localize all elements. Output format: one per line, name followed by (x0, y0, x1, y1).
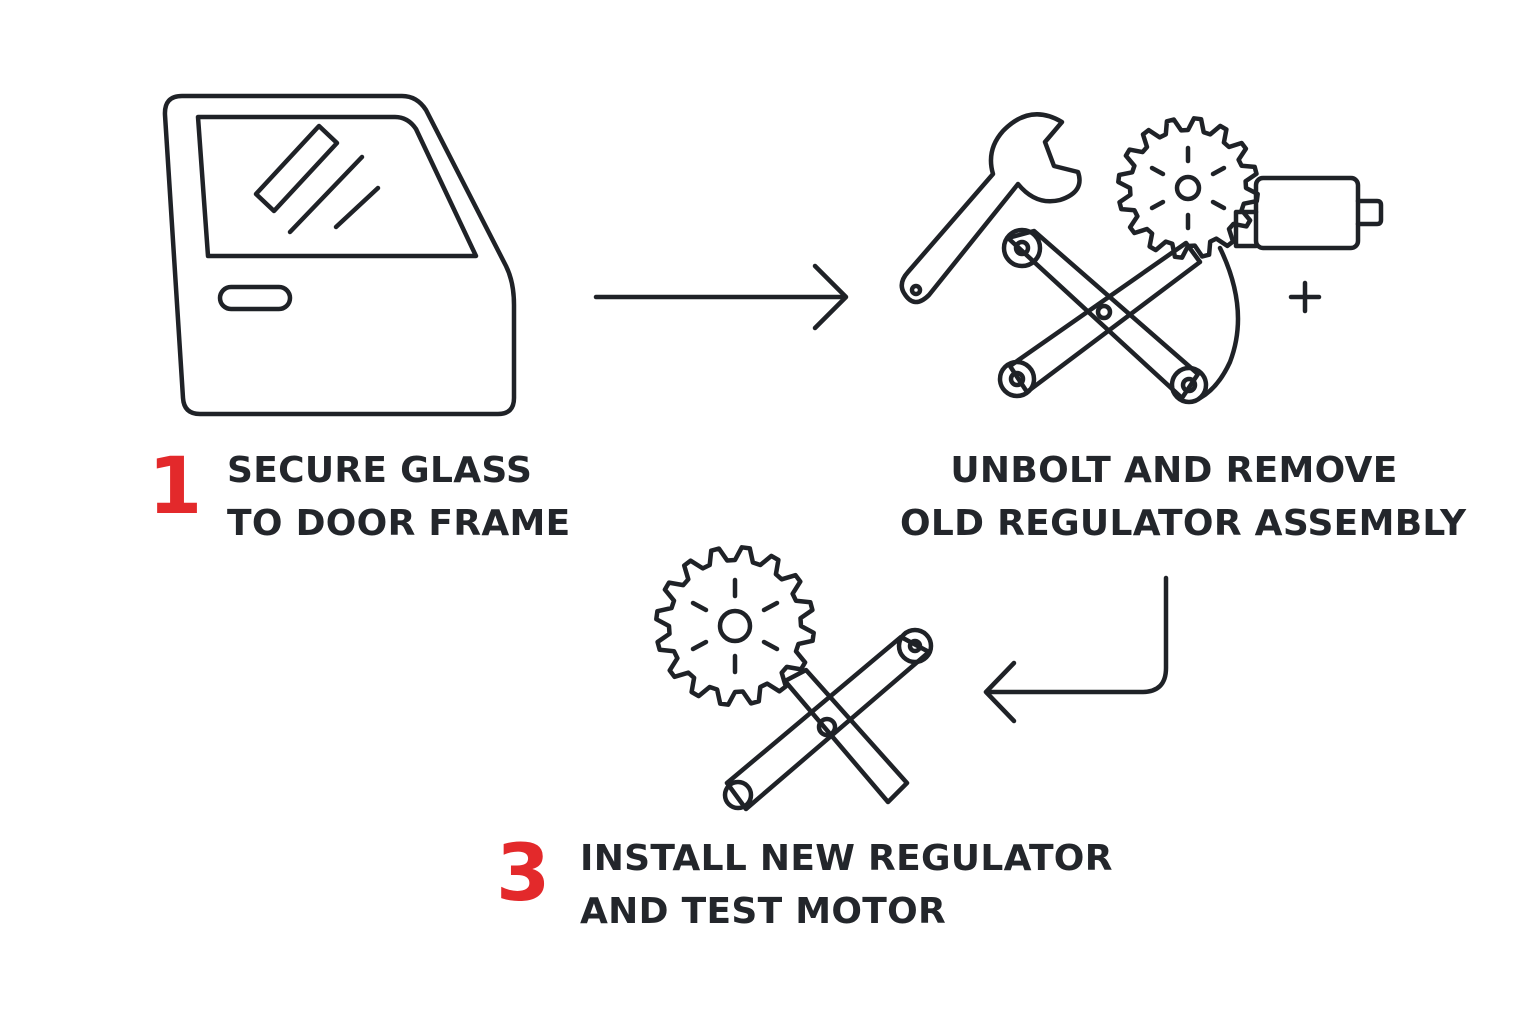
wrench-icon (899, 112, 1082, 305)
plus-icon (1288, 280, 1322, 314)
scissor-regulator-icon (997, 227, 1241, 405)
step-3-line-2: AND TEST MOTOR (580, 891, 947, 932)
arrow-right-icon (593, 263, 849, 331)
arrow-down-left-icon (983, 575, 1169, 724)
scissor-regulator-icon (722, 627, 934, 812)
step-1-label: SECURE GLASS TO DOOR FRAME (227, 444, 571, 550)
gear-icon (1116, 116, 1260, 260)
step-1-line-2: TO DOOR FRAME (227, 503, 571, 544)
car-door-icon (162, 93, 517, 417)
step-1-number: 1 (148, 442, 203, 532)
step-2-line-1: UNBOLT AND REMOVE (950, 450, 1398, 491)
gear-icon (654, 545, 816, 707)
step-2-label: UNBOLT AND REMOVE OLD REGULATOR ASSEMBLY (900, 444, 1467, 550)
step-3-line-1: INSTALL NEW REGULATOR (580, 838, 1113, 879)
step-1-line-1: SECURE GLASS (227, 450, 533, 491)
step-3-number: 3 (496, 829, 551, 919)
step-3-label: INSTALL NEW REGULATOR AND TEST MOTOR (580, 832, 1113, 938)
step-2-line-2: OLD REGULATOR ASSEMBLY (900, 503, 1467, 544)
motor-icon (1233, 175, 1384, 251)
